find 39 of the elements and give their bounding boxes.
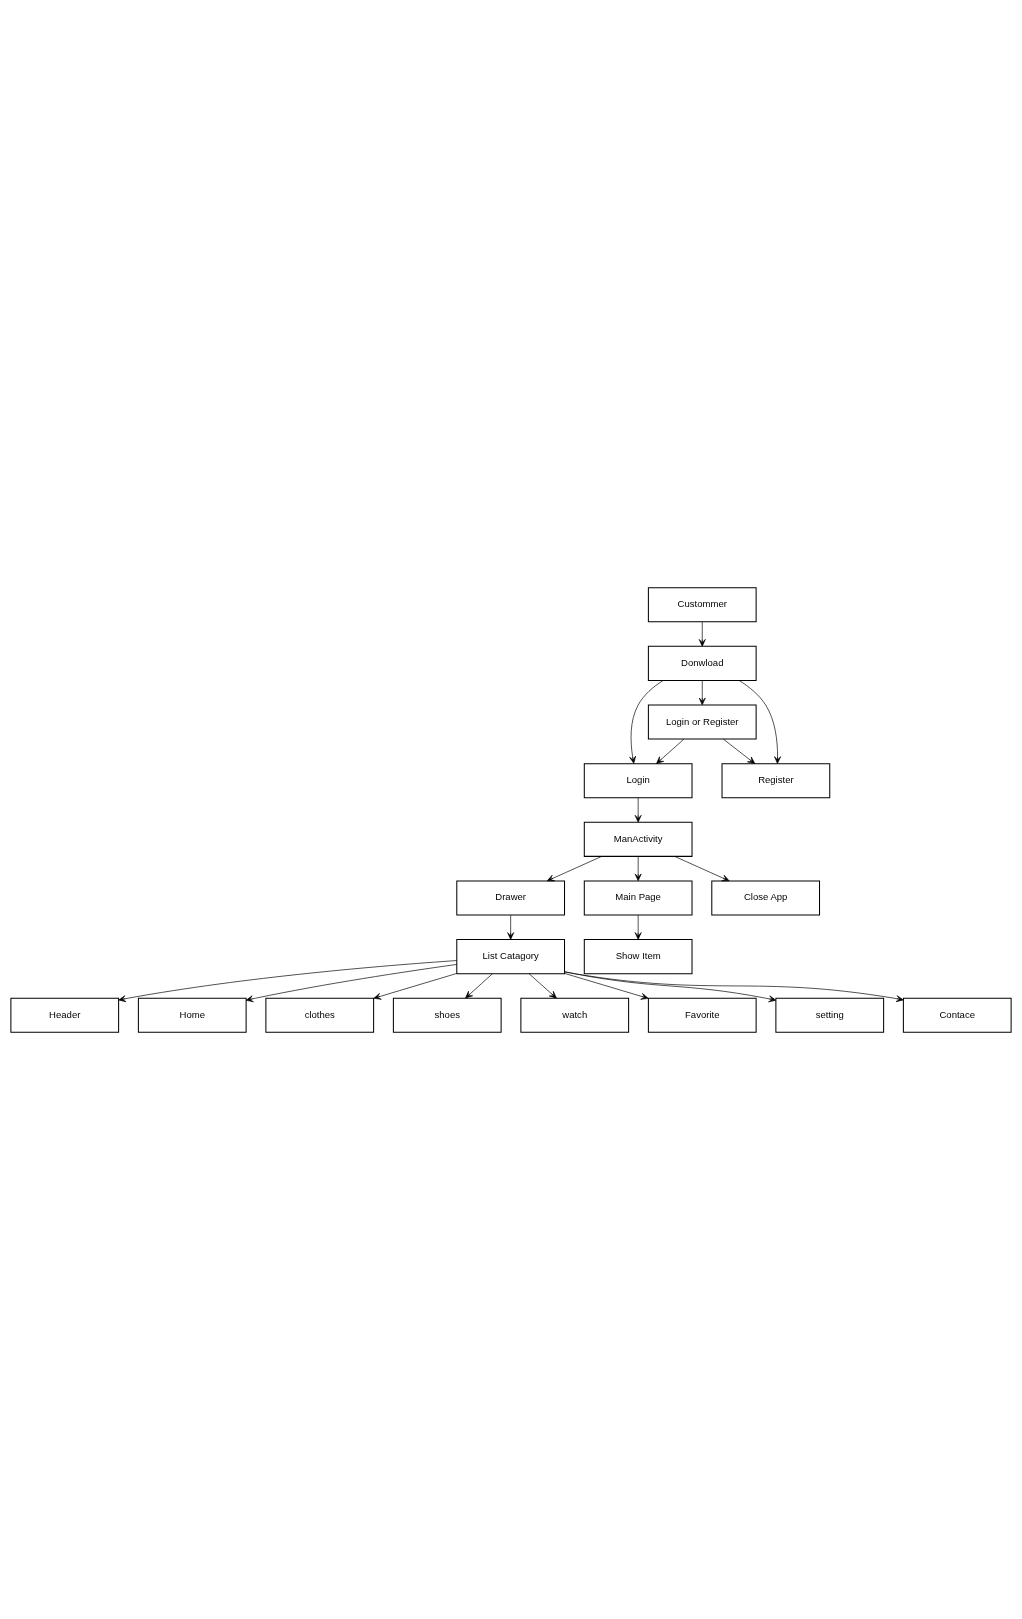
arrow [739, 679, 781, 764]
arrow [528, 972, 557, 998]
node-box: Home [137, 997, 247, 1033]
node-box: ManActivity [583, 821, 693, 857]
arrow [634, 914, 642, 940]
arrow [698, 621, 706, 647]
node-box: Login or Register [647, 704, 757, 740]
node-box: List Catagory [456, 938, 566, 974]
node-box: Header [10, 997, 120, 1033]
arrow [373, 972, 458, 1000]
node-box: watch [520, 997, 630, 1033]
node-box: Contace [902, 997, 1012, 1033]
arrow [698, 679, 706, 705]
node-box: Drawer [456, 879, 566, 915]
arrow [465, 973, 493, 998]
arrow [245, 963, 457, 1002]
arrow [507, 914, 515, 940]
node-box: setting [775, 997, 885, 1033]
node-box: clothes [265, 997, 375, 1033]
node-box: Show Item [583, 938, 693, 974]
node-box: Login [583, 762, 693, 798]
node-box: Custommer [647, 586, 757, 622]
arrow [564, 972, 649, 1000]
arrow [634, 797, 642, 822]
arrow [118, 959, 458, 1002]
arrow [564, 971, 904, 1002]
node-box: Register [721, 762, 831, 798]
node-box: shoes [392, 997, 502, 1033]
node-box: Close App [711, 879, 821, 915]
arrow [674, 855, 730, 881]
arrow [564, 970, 777, 1002]
node-box: Donwload [647, 645, 757, 681]
node-box: Favorite [647, 997, 757, 1033]
arrow [656, 738, 685, 764]
arrow [634, 855, 642, 881]
node-box: Main Page [583, 879, 693, 915]
arrow [629, 679, 664, 764]
arrow [546, 855, 602, 881]
arrow [723, 738, 756, 764]
